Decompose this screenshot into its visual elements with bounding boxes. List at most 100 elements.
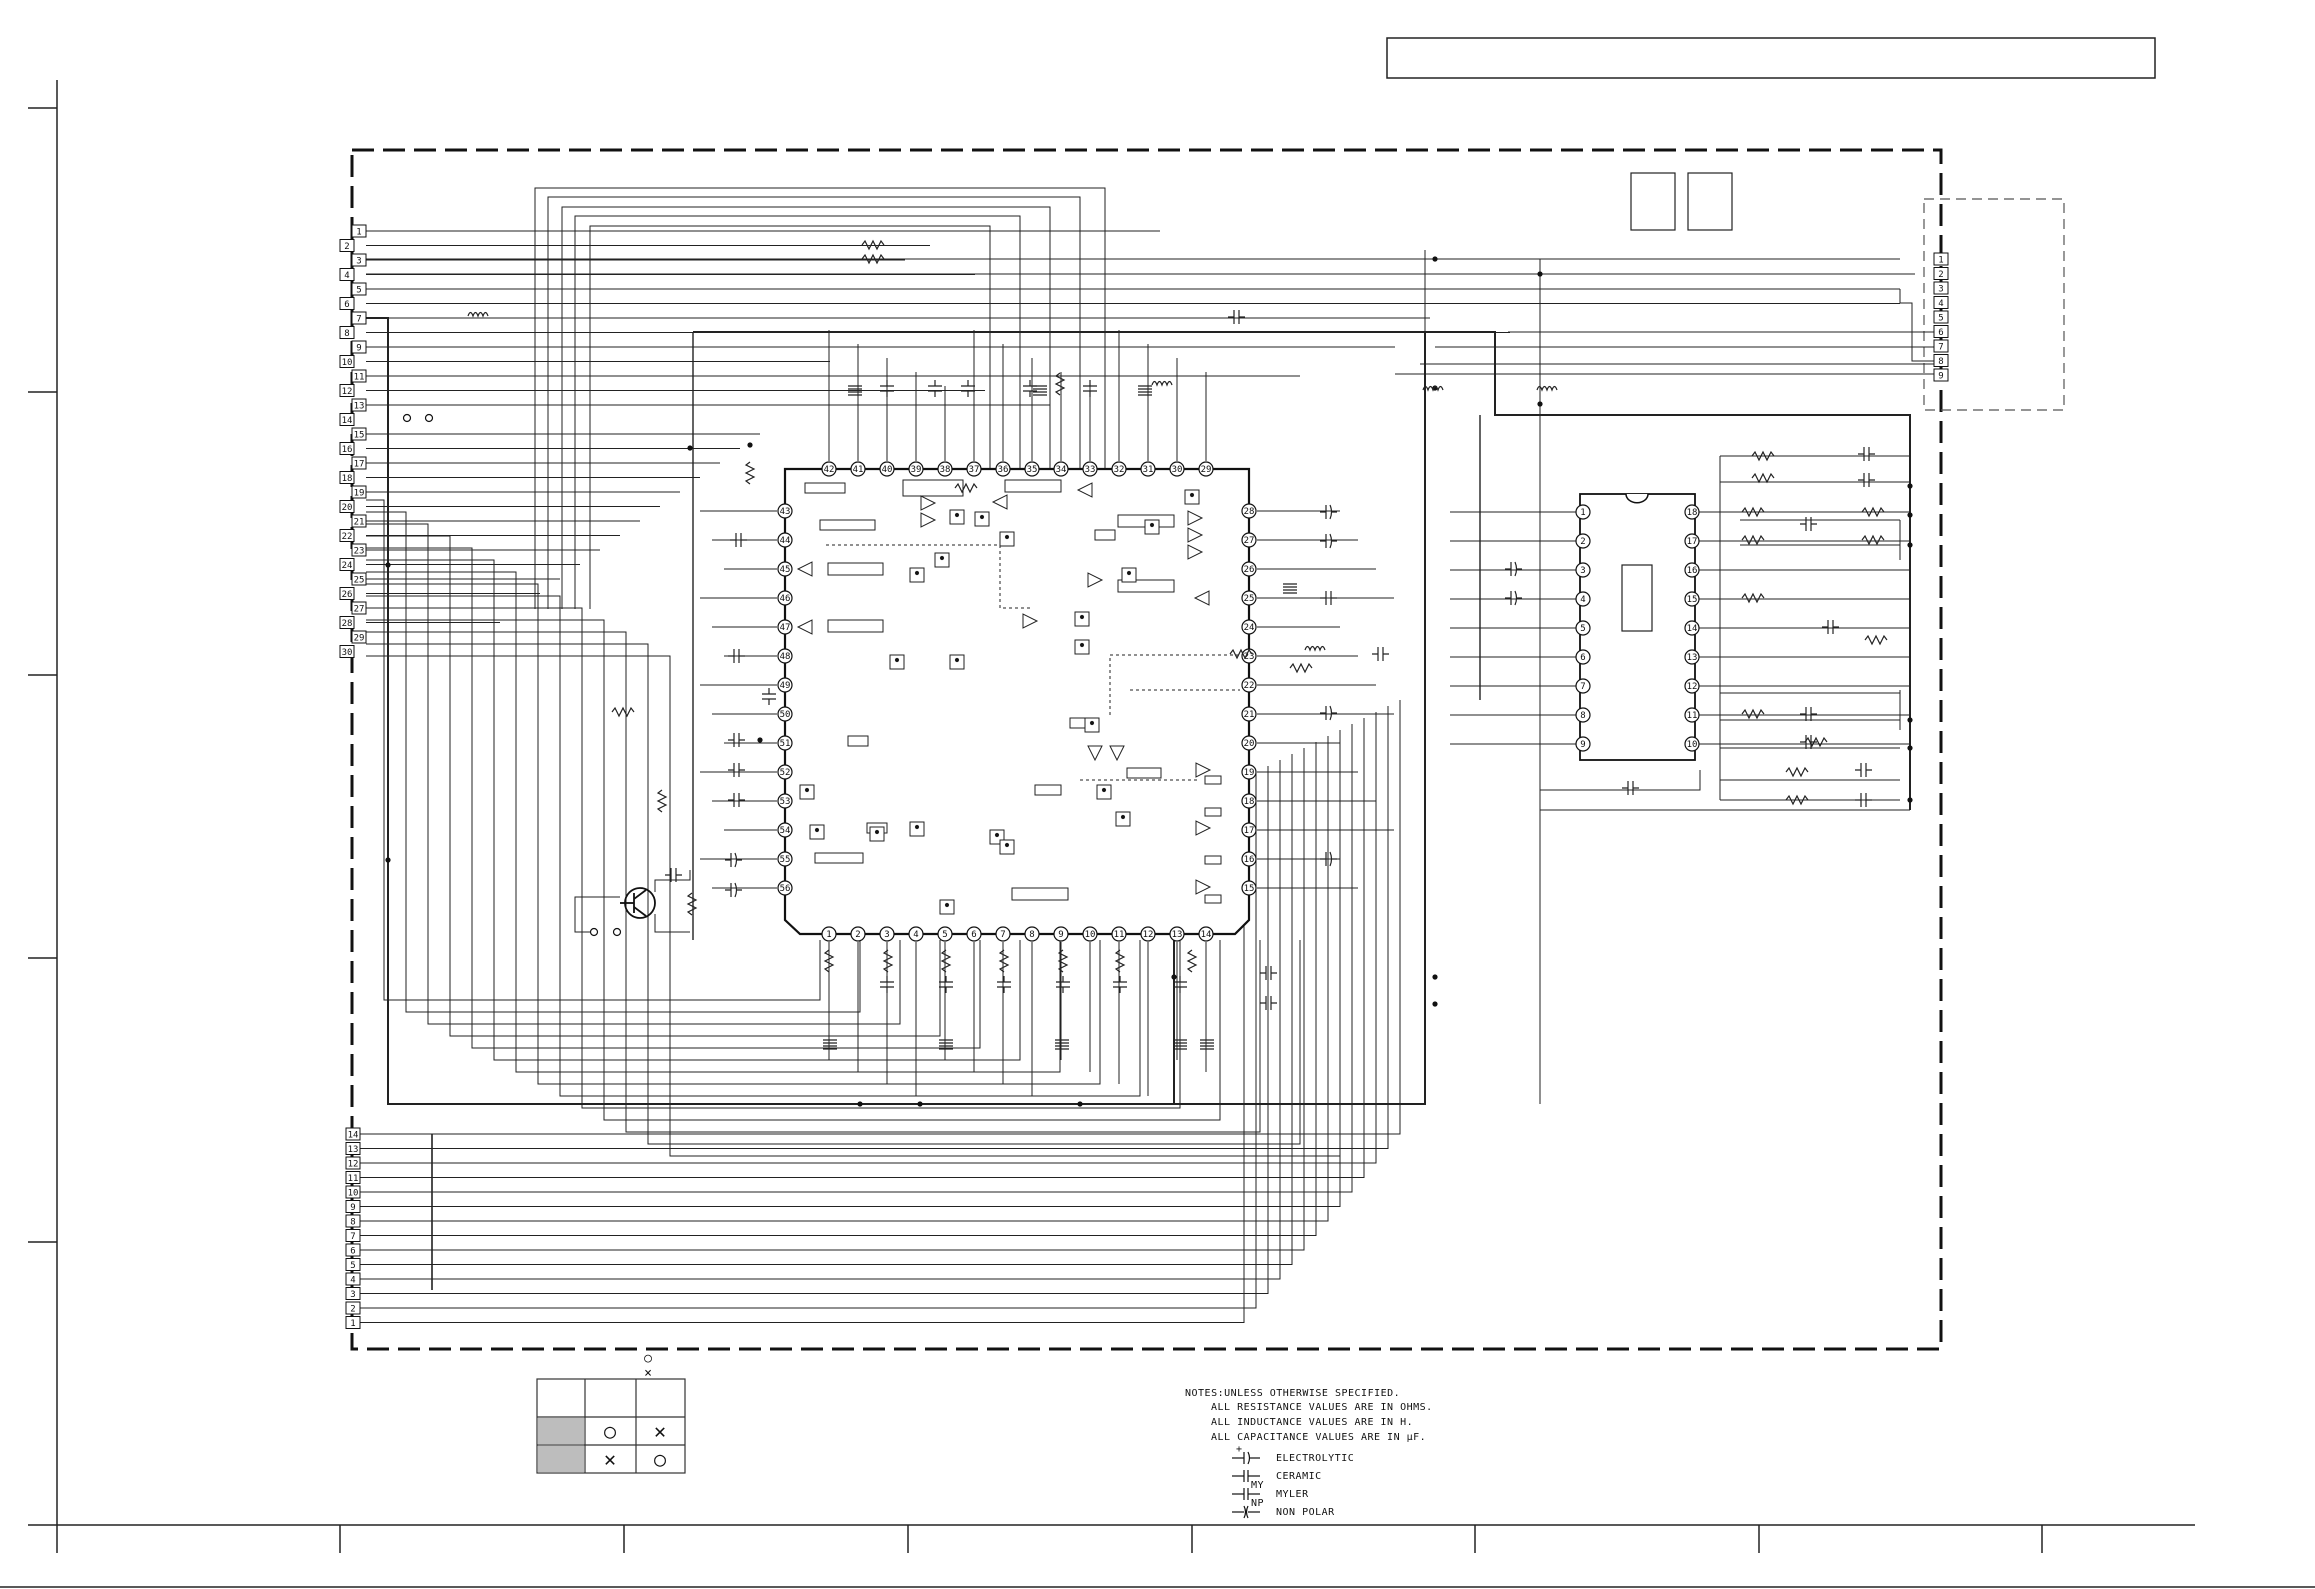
- junction-dot: [917, 1101, 923, 1107]
- sub-ic-pin-label: 16: [1687, 566, 1698, 576]
- left-connector-pin-box: [351, 253, 367, 267]
- main-ic-pin-label: 20: [1244, 739, 1255, 749]
- junction-dot: [385, 857, 391, 863]
- wire: [366, 523, 901, 1025]
- main-ic-pin: [777, 851, 793, 867]
- main-ic-pin: [850, 461, 866, 477]
- blank-label-box-2: [1687, 172, 1733, 231]
- left-connector-pin-label: 6: [344, 300, 349, 310]
- main-ic-pin-label: 32: [1114, 465, 1125, 475]
- wire: [1720, 455, 1910, 801]
- main-ic-pin: [777, 532, 793, 548]
- bottom-connector-pin-box: [345, 1301, 361, 1315]
- main-ic-pin-label: 29: [1201, 465, 1212, 475]
- wire: [574, 215, 1021, 609]
- capacitor: [880, 976, 894, 993]
- main-ic-pin-label: 2: [855, 930, 860, 940]
- right-connector-pin-box: [1933, 368, 1949, 382]
- junction-dot: [1907, 797, 1913, 803]
- ic-internal-switch-contact: [1149, 522, 1155, 528]
- right-connector-pin-label: 8: [1938, 357, 1943, 367]
- capacitor: [730, 533, 747, 547]
- wire: [534, 187, 1106, 609]
- main-ic-pin-label: 12: [1143, 930, 1154, 940]
- inductor: [1304, 645, 1326, 652]
- main-ic-pin: [908, 926, 924, 942]
- resistor: [686, 892, 698, 916]
- main-ic-pin-label: 39: [911, 465, 922, 475]
- ic-internal-switch-contact: [804, 787, 810, 793]
- sub-ic-pin-label: 12: [1687, 682, 1698, 692]
- main-ic-pin: [1024, 461, 1040, 477]
- notes-block: NOTES:UNLESS OTHERWISE SPECIFIED. ALL RE…: [1185, 1388, 1432, 1519]
- ic-internal-switch-contact: [1101, 787, 1107, 793]
- main-ic-pin-label: 44: [780, 536, 791, 546]
- sub-ic-pin: [1575, 562, 1591, 578]
- resistor: [1741, 592, 1765, 604]
- main-ic-pin: [1169, 461, 1185, 477]
- bottom-connector-pin-box: [345, 1214, 361, 1228]
- notes-symbol-ceramic: CERAMIC: [1276, 1471, 1322, 1482]
- sub-ic-pin-label: 10: [1687, 740, 1698, 750]
- sheet-frame: [0, 80, 2315, 1588]
- main-ic-pin: [1140, 926, 1156, 942]
- sub-ic-pin: [1575, 533, 1591, 549]
- main-ic-pin-label: 21: [1244, 710, 1255, 720]
- main-ic-pin-label: 1: [826, 930, 831, 940]
- main-ic-pin-label: 50: [780, 710, 791, 720]
- main-ic-pin: [1241, 851, 1257, 867]
- sub-ic-pin-label: 8: [1580, 711, 1585, 721]
- hatched-capacitor: [1283, 583, 1297, 594]
- sub-ic-pin-label: 17: [1687, 537, 1698, 547]
- main-ic-pin: [777, 706, 793, 722]
- main-ic-pin-label: 35: [1027, 465, 1038, 475]
- main-ic-pin: [1241, 503, 1257, 519]
- blank-label-box-1: [1630, 172, 1676, 231]
- main-ic-pin-label: 45: [780, 565, 791, 575]
- capacitor: [1228, 310, 1245, 324]
- main-ic-pin: [777, 503, 793, 519]
- wire: [366, 559, 1021, 1061]
- ic-internal-switch-contact: [954, 512, 960, 518]
- ic-internal-block: [1034, 784, 1062, 796]
- main-ic-pin-label: 47: [780, 623, 791, 633]
- wire: [574, 870, 691, 933]
- left-connector-pin-label: 25: [354, 576, 365, 586]
- main-ic-pin: [1241, 764, 1257, 780]
- ic-internal-switch-contact: [979, 514, 985, 520]
- wire: [360, 706, 1389, 1149]
- right-connector-pin-label: 4: [1938, 299, 1943, 309]
- main-ic-pin: [1053, 461, 1069, 477]
- hatched-capacitor: [1200, 1039, 1214, 1050]
- left-connector-pin-label: 7: [356, 315, 361, 325]
- main-ic-pin: [1241, 880, 1257, 896]
- wire: [360, 736, 1329, 1222]
- left-connector-pin-label: 22: [342, 532, 353, 542]
- wire: [366, 643, 1301, 1145]
- main-ic-pin: [937, 926, 953, 942]
- main-ic-pin: [995, 461, 1011, 477]
- resistor: [1861, 506, 1885, 518]
- passive-components: [467, 239, 1888, 1050]
- resistor: [1785, 794, 1809, 806]
- main-ic-pin-label: 55: [780, 855, 791, 865]
- ic-internal-block: [1011, 887, 1069, 901]
- main-ic-pin: [879, 461, 895, 477]
- main-ic-pin: [777, 880, 793, 896]
- main-ic-pin-label: 6: [971, 930, 976, 940]
- capacitor: [961, 380, 975, 397]
- electrolytic-capacitor: [725, 882, 742, 898]
- ic-internal-amplifier: [1109, 745, 1125, 762]
- left-connector-pin-label: 4: [344, 271, 349, 281]
- legend-r2-c3: ○: [654, 1447, 666, 1471]
- junction-dot: [1537, 271, 1543, 277]
- main-ic-pin-label: 49: [780, 681, 791, 691]
- resistor: [1785, 766, 1809, 778]
- main-ic-pin: [1241, 822, 1257, 838]
- wire: [366, 547, 981, 1049]
- notes-symbol-myler-tag: MY: [1251, 1480, 1264, 1491]
- capacitor: [1260, 966, 1277, 980]
- junction-dot: [687, 445, 693, 451]
- capacitor: [762, 688, 776, 705]
- bottom-connector-pin-label: 13: [348, 1145, 359, 1155]
